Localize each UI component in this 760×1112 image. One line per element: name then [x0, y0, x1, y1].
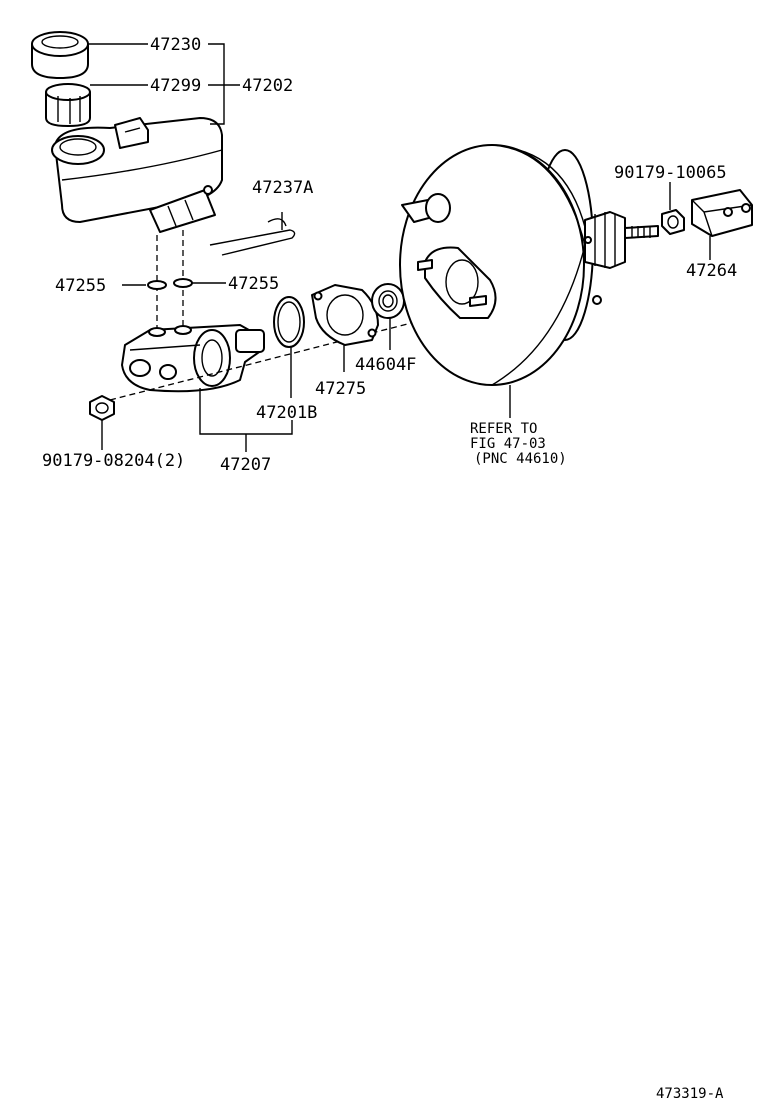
refer-fig-text: FIG 47-03 — [470, 436, 546, 452]
master-cylinder-icon — [121, 324, 265, 393]
nut-icon — [89, 395, 115, 421]
label-47237a: 47237A — [252, 178, 313, 198]
seal-icon — [371, 283, 405, 319]
reservoir-tank-icon — [51, 117, 223, 233]
label-47275: 47275 — [315, 379, 366, 399]
label-47255-right: 47255 — [228, 274, 279, 294]
clevis-icon — [691, 189, 753, 237]
label-47299: 47299 — [150, 76, 201, 96]
grommet-icon — [147, 278, 193, 290]
label-47255-left: 47255 — [55, 276, 106, 296]
label-47230: 47230 — [150, 35, 201, 55]
leader-lines — [88, 43, 711, 452]
brake-booster-icon — [399, 144, 659, 386]
label-47264: 47264 — [686, 261, 737, 281]
figure-id: 473319-A — [656, 1086, 724, 1102]
strainer-icon — [45, 83, 91, 127]
reservoir-cap-icon — [31, 31, 89, 79]
nut-icon — [661, 209, 685, 235]
label-47207: 47207 — [220, 455, 271, 475]
o-ring-icon — [273, 296, 305, 348]
gasket-icon — [311, 284, 379, 346]
label-90179-08204: 90179-08204(2) — [42, 451, 185, 471]
clip-pin-icon — [209, 218, 296, 256]
refer-pnc-text: (PNC 44610) — [474, 451, 567, 467]
label-47202: 47202 — [242, 76, 293, 96]
label-90179-10065: 90179-10065 — [614, 163, 727, 183]
refer-to-text: REFER TO — [470, 421, 537, 437]
label-44604f: 44604F — [355, 355, 416, 375]
label-47201b: 47201B — [256, 403, 317, 423]
